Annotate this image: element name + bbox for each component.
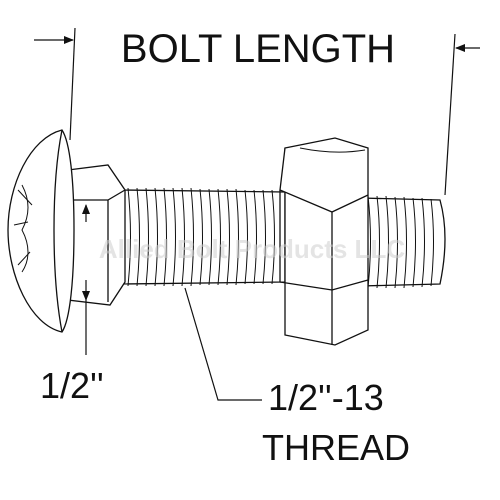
left-extension-line — [69, 27, 76, 141]
right-extension-line — [444, 33, 456, 196]
bolt-length-dimension — [34, 27, 480, 196]
carriage-bolt — [7, 129, 446, 346]
thread-leader — [184, 287, 262, 401]
shank-size-label: 1/2'' — [40, 365, 104, 406]
thread-word-label: THREAD — [262, 427, 410, 468]
bolt-length-label: BOLT LENGTH — [121, 27, 395, 71]
hex-nut — [279, 137, 369, 346]
domed-head — [7, 129, 75, 333]
watermark-text: Allied Bolt Products LLC — [99, 234, 405, 264]
threaded-shank — [119, 187, 286, 287]
thread-spec-label: 1/2''-13 — [268, 377, 384, 418]
thread-end — [359, 195, 446, 289]
